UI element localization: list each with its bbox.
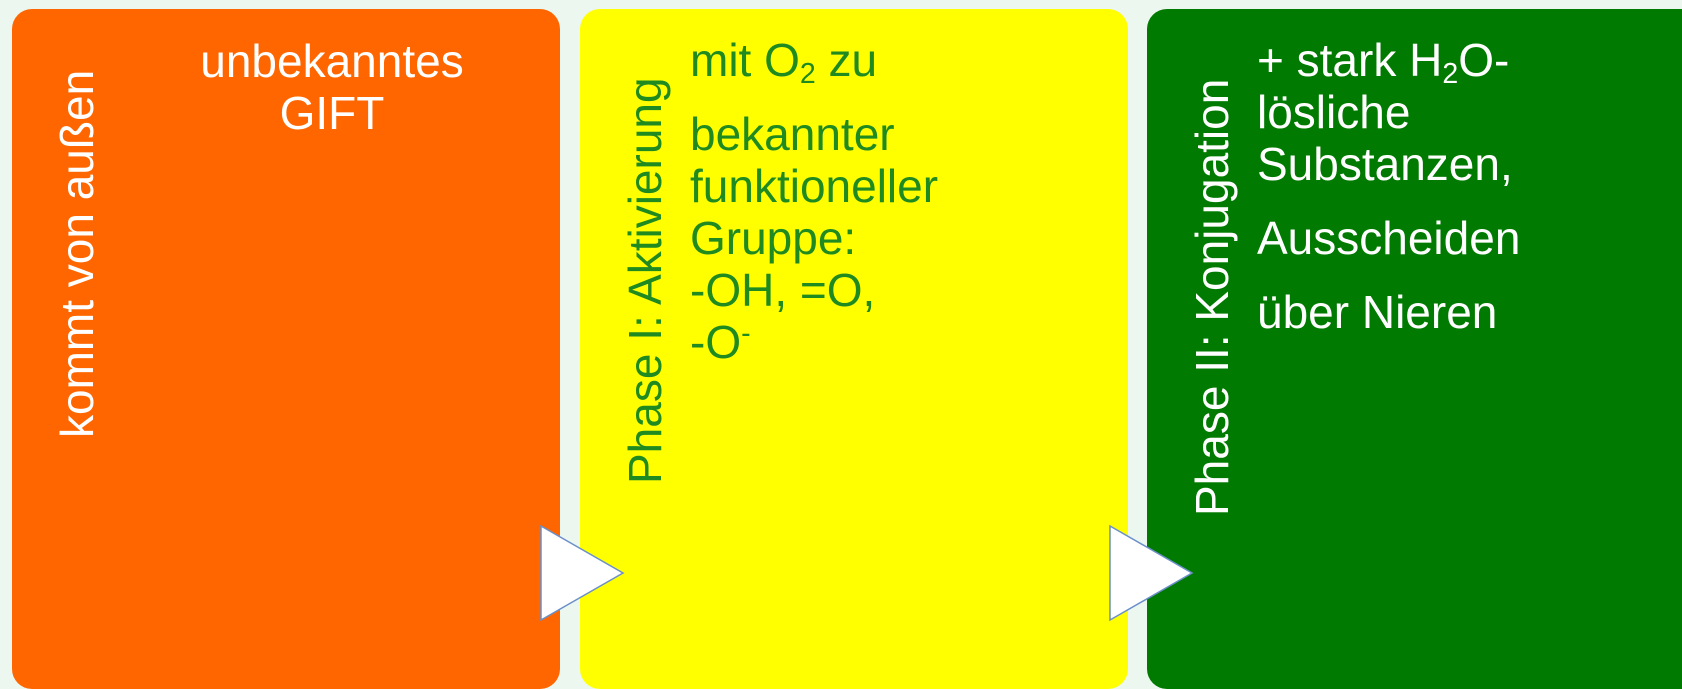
panel-3-line-1: + stark H2O- <box>1257 34 1510 91</box>
panel-3-line-3: Substanzen, <box>1257 137 1513 190</box>
arrow-right-icon <box>540 524 625 622</box>
panel-1-text: unbekanntes GIFT <box>112 35 552 140</box>
panel-1-line-2: GIFT <box>279 86 385 139</box>
panel-2-line-5: -OH, =O, <box>690 263 876 316</box>
panel-3-line-5: über Nieren <box>1257 285 1498 338</box>
panel-3-text: + stark H2O- lösliche Substanzen, Aussch… <box>1257 34 1682 339</box>
panel-2-line-6: -O- <box>690 315 751 368</box>
panel-2-line-2: bekannter <box>690 107 895 160</box>
panel-3-line-2: lösliche <box>1257 85 1411 138</box>
side-label-panel-3: Phase II: Konjugation <box>1186 78 1238 516</box>
panel-2-line-4: Gruppe: <box>690 211 857 264</box>
arrow-right-icon <box>1109 524 1194 622</box>
side-label-panel-1: kommt von außen <box>51 69 103 438</box>
panel-unknown-poison: kommt von außen unbekanntes GIFT <box>12 9 560 689</box>
side-label-panel-2: Phase I: Aktivierung <box>619 77 671 484</box>
panel-phase-1-activation: Phase I: Aktivierung mit O2 zu bekannter… <box>580 9 1128 689</box>
panel-2-line-1: mit O2 zu <box>690 34 878 91</box>
panel-3-line-4: Ausscheiden <box>1257 211 1521 264</box>
panel-phase-2-conjugation: Phase II: Konjugation + stark H2O- lösli… <box>1147 9 1682 689</box>
panel-1-line-1: unbekanntes <box>200 35 464 87</box>
panel-2-line-3: funktioneller <box>690 159 939 212</box>
panel-2-text: mit O2 zu bekannter funktioneller Gruppe… <box>690 34 1120 369</box>
